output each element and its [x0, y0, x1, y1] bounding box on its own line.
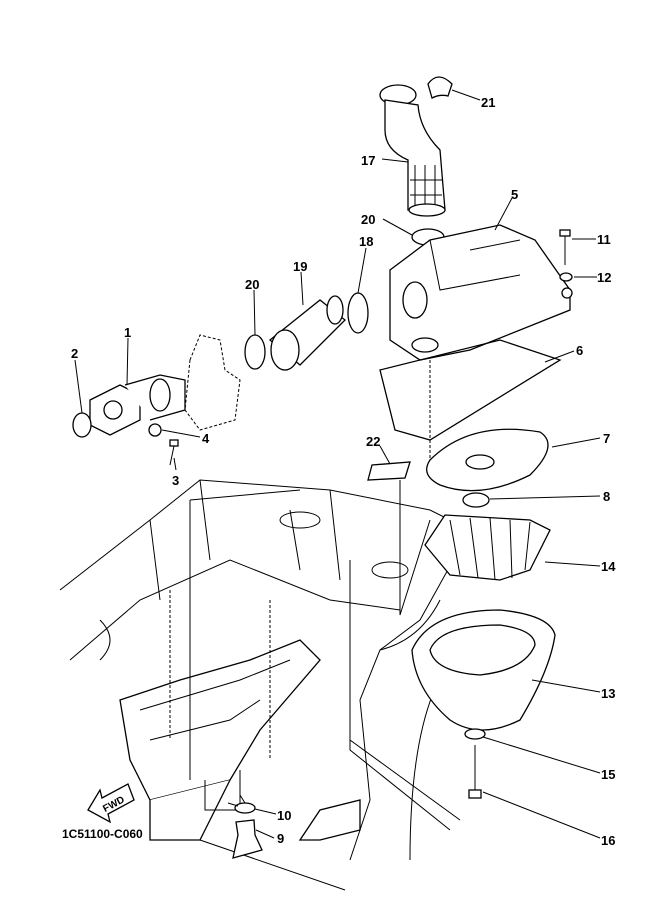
part-20-clamp-lower [244, 334, 266, 370]
callout-4: 4 [202, 431, 210, 446]
callout-15: 15 [601, 767, 615, 782]
part-16-bolt [468, 745, 482, 799]
callout-16: 16 [601, 833, 615, 848]
callout-18: 18 [359, 234, 373, 249]
callout-8: 8 [603, 489, 610, 504]
part-8-grommet [462, 492, 490, 508]
callout-labels: 21 17 20 5 11 12 18 19 20 1 2 6 4 3 22 7… [71, 95, 616, 848]
diagram-code: 1C51100-C060 [62, 827, 143, 841]
part-14-element-frame [424, 514, 551, 581]
callout-13: 13 [601, 686, 615, 701]
part-7-element-cap [426, 428, 549, 492]
callout-9: 9 [277, 831, 284, 846]
part-10-clamp [227, 794, 256, 814]
part-6-gasket [379, 339, 562, 441]
part-12-washer [559, 272, 573, 282]
part-21-elbow [427, 76, 453, 99]
leader-lines [74, 89, 601, 839]
callout-22: 22 [366, 434, 380, 449]
callout-5: 5 [511, 187, 518, 202]
part-3-bolt [169, 439, 179, 466]
part-15-washer [464, 728, 486, 740]
callout-7: 7 [603, 431, 610, 446]
callout-1: 1 [124, 325, 131, 340]
part-2-o-ring [72, 412, 92, 438]
callout-6: 6 [576, 343, 583, 358]
callout-14: 14 [601, 559, 616, 574]
part-19-joint [268, 295, 346, 371]
fwd-arrow-icon: FWD [87, 783, 135, 824]
part-5-air-box [389, 224, 573, 361]
callout-2: 2 [71, 346, 78, 361]
callout-12: 12 [597, 270, 611, 285]
part-18-clamp [347, 292, 369, 334]
callout-17: 17 [361, 153, 375, 168]
part-13-element [411, 609, 556, 731]
callout-20-upper: 20 [361, 212, 375, 227]
callout-20-lower: 20 [245, 277, 259, 292]
callout-3: 3 [172, 473, 179, 488]
part-4-nut [148, 423, 162, 437]
part-1-manifold [89, 374, 186, 436]
part-17-hose [379, 84, 446, 217]
callout-19: 19 [293, 259, 307, 274]
callout-11: 11 [597, 232, 611, 247]
carburetor [184, 334, 241, 431]
part-11-screw [559, 229, 571, 265]
part-22-label [367, 461, 411, 481]
part-9-drain-hose [232, 819, 263, 859]
callout-21: 21 [481, 95, 495, 110]
callout-10: 10 [277, 808, 291, 823]
assembly-lines [169, 360, 461, 891]
